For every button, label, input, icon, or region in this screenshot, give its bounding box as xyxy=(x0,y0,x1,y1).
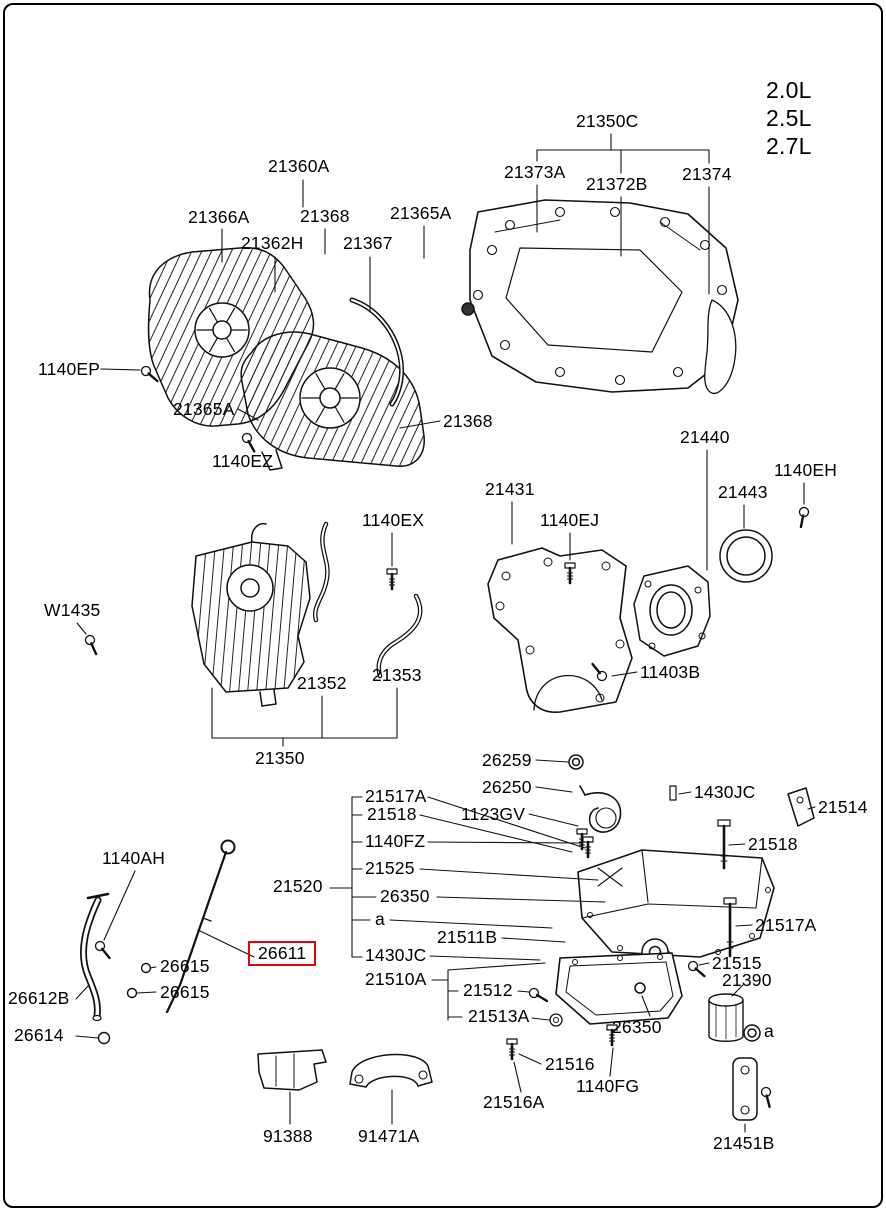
part-label-26259-28: 26259 xyxy=(482,750,532,770)
dipstick-art xyxy=(79,839,236,1045)
part-label-21362h-11: 21362H xyxy=(241,233,304,253)
pin-and-bracket-art xyxy=(669,785,815,827)
part-label-21367-12: 21367 xyxy=(343,233,393,253)
part-label-1140fg-58: 1140FG xyxy=(576,1076,640,1096)
part-label-21511b-39: 21511B xyxy=(437,927,498,947)
part-label-11403b-24: 11403B xyxy=(640,662,701,682)
part-label-1123gv-30: 1123GV xyxy=(461,804,526,824)
oil-pickup-art xyxy=(568,754,622,851)
part-label-21443-20: 21443 xyxy=(718,482,768,502)
part-label-26615-47: 26615 xyxy=(160,982,210,1002)
fasteners-art xyxy=(80,364,814,1061)
part-label-21366a-8: 21366A xyxy=(188,207,250,227)
part-label-2.5l-1: 2.5L xyxy=(766,105,812,131)
part-label-21368-16: 21368 xyxy=(443,411,493,431)
part-label-w1435-23: W1435 xyxy=(44,600,101,620)
part-label-21372b-5: 21372B xyxy=(586,174,648,194)
timing-belt-cover-assembly-art xyxy=(147,247,425,471)
part-label-1140fz-35: 1140FZ xyxy=(365,831,426,851)
seal-carrier-art xyxy=(633,529,773,657)
part-label-21518-34: 21518 xyxy=(367,804,417,824)
part-label-21352-25: 21352 xyxy=(297,673,347,693)
part-label-1140ep-13: 1140EP xyxy=(38,359,101,379)
part-label-1430jc-40: 1430JC xyxy=(365,945,427,965)
part-label-21360a-7: 21360A xyxy=(268,156,330,176)
part-label-2.0l-0: 2.0L xyxy=(766,77,812,103)
part-label-21440-17: 21440 xyxy=(680,427,730,447)
part-label-21515-53: 21515 xyxy=(712,953,762,973)
rear-plate-art xyxy=(487,547,633,713)
part-label-21373a-4: 21373A xyxy=(504,162,566,182)
part-label-26614-49: 26614 xyxy=(14,1025,64,1045)
part-label-21525-36: 21525 xyxy=(365,858,415,878)
leader-lines xyxy=(75,133,816,1133)
part-label-21517a-33: 21517A xyxy=(365,786,427,806)
part-label-1140eh-18: 1140EH xyxy=(774,460,838,480)
oil-filter-art xyxy=(708,993,761,1042)
part-label-1140ex-21: 1140EX xyxy=(362,510,425,530)
part-label-91471a-61: 91471A xyxy=(358,1126,420,1146)
part-label-26611-45: 26611 xyxy=(248,941,317,967)
part-label-1140ah-43: 1140AH xyxy=(102,848,166,868)
part-label-21510a-50: 21510A xyxy=(365,969,427,989)
part-label-21365a-14: 21365A xyxy=(173,399,235,419)
lower-timing-cover-art xyxy=(191,522,311,707)
part-label-21431-19: 21431 xyxy=(485,479,535,499)
brackets-art xyxy=(257,1049,780,1121)
oil-pan-upper-art xyxy=(577,849,775,966)
part-label-26350-55: 26350 xyxy=(612,1017,662,1037)
part-label-21350c-3: 21350C xyxy=(576,111,639,131)
part-label-21517a-44: 21517A xyxy=(755,915,817,935)
part-label-21518-42: 21518 xyxy=(748,834,798,854)
part-label-21514-32: 21514 xyxy=(818,797,868,817)
part-label-91388-60: 91388 xyxy=(263,1126,313,1146)
part-label-21516a-59: 21516A xyxy=(483,1092,545,1112)
part-label-21353-26: 21353 xyxy=(372,665,422,685)
oil-pan-lower-art xyxy=(555,952,683,1025)
part-label-26615-46: 26615 xyxy=(160,956,210,976)
part-label-21365a-10: 21365A xyxy=(390,203,452,223)
part-label-21520-41: 21520 xyxy=(273,876,323,896)
part-label-21368-9: 21368 xyxy=(300,206,350,226)
part-label-21390-54: 21390 xyxy=(722,970,772,990)
part-label-26250-29: 26250 xyxy=(482,777,532,797)
part-label-26350-37: 26350 xyxy=(380,886,430,906)
part-label-26612b-48: 26612B xyxy=(8,988,70,1008)
part-label-a-56: a xyxy=(764,1021,774,1041)
part-label-2.7l-2: 2.7L xyxy=(766,133,812,159)
part-label-21512-51: 21512 xyxy=(463,980,513,1000)
part-label-1430jc-31: 1430JC xyxy=(694,782,756,802)
part-label-1140ez-15: 1140EZ xyxy=(212,451,274,471)
part-label-21350-27: 21350 xyxy=(255,748,305,768)
part-label-21451b-62: 21451B xyxy=(713,1133,775,1153)
part-label-21374-6: 21374 xyxy=(682,164,732,184)
part-label-21513a-52: 21513A xyxy=(468,1006,530,1026)
gasket-pipes-art xyxy=(312,521,423,679)
part-label-a-38: a xyxy=(375,909,385,929)
part-label-21516-57: 21516 xyxy=(545,1054,595,1074)
part-label-1140ej-22: 1140EJ xyxy=(540,510,600,530)
timing-cover-v6-art xyxy=(461,199,739,394)
